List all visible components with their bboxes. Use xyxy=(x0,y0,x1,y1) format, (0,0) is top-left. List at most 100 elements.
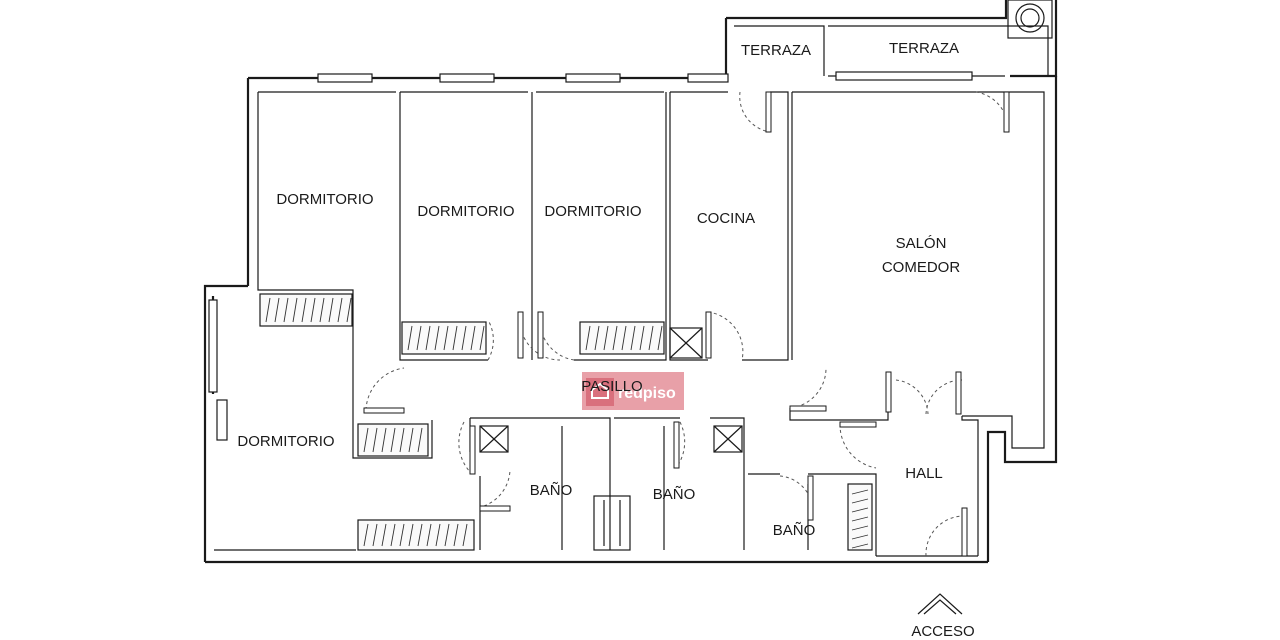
redpiso-watermark: redpiso xyxy=(582,372,684,410)
access-arrow xyxy=(917,593,963,615)
door-leaf xyxy=(537,311,544,359)
closet-hatch xyxy=(851,516,869,522)
closet-hatch xyxy=(851,525,869,531)
label-hall: HALL xyxy=(905,465,943,482)
door-leaf xyxy=(765,91,772,133)
closet-hatch xyxy=(283,297,289,323)
label-bano-2: BAÑO xyxy=(653,486,696,503)
door-leaf xyxy=(1003,91,1010,133)
door-leaf xyxy=(673,421,680,469)
door-leaf xyxy=(363,407,405,414)
closet-hatch xyxy=(274,297,280,323)
closets xyxy=(259,293,873,551)
closet-hatch xyxy=(851,543,869,549)
label-pasillo: PASILLO xyxy=(581,378,642,395)
closet-hatch xyxy=(630,325,636,351)
closet-hatch xyxy=(453,523,459,547)
door-leaf xyxy=(807,475,814,521)
closet-hatch xyxy=(851,489,869,495)
door-leaf xyxy=(961,507,968,557)
closet-hatch xyxy=(851,498,869,504)
door-leaf xyxy=(705,311,712,359)
closet-hatch xyxy=(390,523,396,547)
label-salon-line1: SALÓN xyxy=(896,235,947,252)
closet-hatch xyxy=(426,523,432,547)
label-bano-1: BAÑO xyxy=(530,482,573,499)
closet-hatch xyxy=(470,325,476,351)
window xyxy=(687,73,729,83)
closet-hatch xyxy=(381,427,387,453)
window xyxy=(317,73,373,83)
closet-hatch xyxy=(443,325,449,351)
door-leaf xyxy=(517,311,524,359)
closet-hatch xyxy=(462,523,468,547)
label-dormitorio-1: DORMITORIO xyxy=(276,191,373,208)
closet-hatch xyxy=(425,325,431,351)
closet-hatch xyxy=(408,427,414,453)
closet-hatch xyxy=(417,523,423,547)
window xyxy=(835,71,973,81)
closet xyxy=(847,483,873,551)
closet-hatch xyxy=(292,297,298,323)
closet-hatch xyxy=(851,507,869,513)
closet-hatch xyxy=(621,325,627,351)
window xyxy=(565,73,621,83)
windows xyxy=(208,71,973,441)
closet-hatch xyxy=(603,325,609,351)
closet-hatch xyxy=(310,297,316,323)
closet-hatch xyxy=(585,325,591,351)
closet-hatch xyxy=(381,523,387,547)
closet xyxy=(357,519,475,551)
closet-hatch xyxy=(851,534,869,540)
label-terraza-1: TERRAZA xyxy=(741,42,811,59)
closet-hatch xyxy=(648,325,654,351)
window xyxy=(208,299,218,393)
closet-hatch xyxy=(452,325,458,351)
closet-hatch xyxy=(399,523,405,547)
closet-hatch xyxy=(372,427,378,453)
label-bano-3: BAÑO xyxy=(773,522,816,539)
door-leaf xyxy=(885,371,892,413)
closet-hatch xyxy=(363,427,369,453)
closet-hatch xyxy=(639,325,645,351)
door-leaf xyxy=(839,421,877,428)
closet-hatch xyxy=(657,325,663,351)
closet-hatch xyxy=(479,325,485,351)
house-icon xyxy=(591,382,609,399)
closet-hatch xyxy=(594,325,600,351)
door-leaf xyxy=(789,405,827,412)
label-cocina: COCINA xyxy=(697,210,755,227)
label-dormitorio-3: DORMITORIO xyxy=(544,203,641,220)
shafts xyxy=(479,0,1053,551)
closet-hatch xyxy=(363,523,369,547)
closet-hatch xyxy=(399,427,405,453)
closet-hatch xyxy=(612,325,618,351)
door-leaf xyxy=(469,425,476,475)
watermark-text: redpiso xyxy=(618,385,676,402)
closet-hatch xyxy=(435,523,441,547)
label-terraza-2: TERRAZA xyxy=(889,40,959,57)
closet-hatch xyxy=(444,523,450,547)
closet-hatch xyxy=(319,297,325,323)
window xyxy=(439,73,495,83)
label-acceso: ACCESO xyxy=(911,623,974,640)
closet-hatch xyxy=(372,523,378,547)
closet-hatch xyxy=(337,297,343,323)
window xyxy=(216,399,228,441)
door-leaf xyxy=(955,371,962,415)
closet-hatch xyxy=(416,325,422,351)
room-labels: TERRAZA TERRAZA DORMITORIO DORMITORIO DO… xyxy=(237,40,974,640)
inner-walls xyxy=(214,91,1045,557)
label-dormitorio-4: DORMITORIO xyxy=(237,433,334,450)
closet-hatch xyxy=(265,297,271,323)
closet-hatch xyxy=(346,297,352,323)
closet-hatch xyxy=(434,325,440,351)
closet-hatch xyxy=(328,297,334,323)
closet-hatch xyxy=(461,325,467,351)
door-leaf xyxy=(479,505,511,512)
closet-hatch xyxy=(301,297,307,323)
label-dormitorio-2: DORMITORIO xyxy=(417,203,514,220)
closet-hatch xyxy=(417,427,423,453)
label-salon-line2: COMEDOR xyxy=(882,259,961,276)
